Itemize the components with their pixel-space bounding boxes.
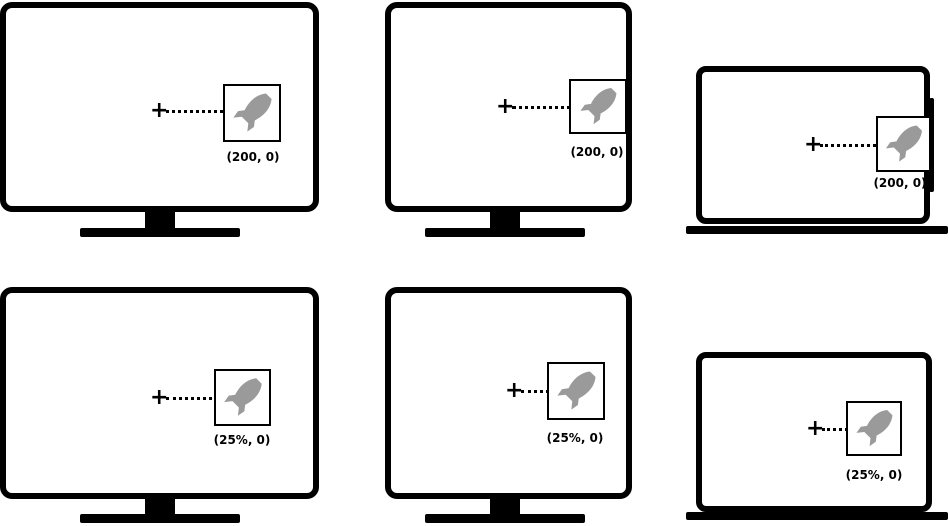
rocket-icon [856, 410, 893, 447]
sprite-box [223, 84, 281, 142]
sprite-box [876, 116, 931, 172]
offset-line [820, 144, 911, 147]
offset-line [512, 106, 602, 109]
monitor-neck [490, 497, 520, 515]
monitor-base [425, 514, 585, 523]
origin-marker: + [804, 132, 823, 157]
laptop-screen [696, 352, 932, 512]
coordinate-label: (200, 0) [873, 176, 927, 190]
monitor-base [425, 228, 585, 237]
origin-marker: + [806, 416, 825, 441]
monitor-screen [0, 287, 319, 499]
coordinate-label: (200, 0) [226, 150, 280, 164]
coordinate-label: (200, 0) [570, 145, 624, 159]
laptop-base [686, 512, 948, 520]
monitor-base [80, 514, 240, 523]
laptop-base [686, 226, 948, 234]
rocket-icon [580, 88, 617, 125]
laptop-edge [929, 98, 934, 192]
monitor-neck [145, 211, 175, 229]
rocket-icon [885, 125, 922, 162]
sprite-box [569, 79, 627, 134]
coordinate-label: (25%, 0) [213, 433, 271, 447]
monitor-base [80, 228, 240, 237]
rocket-icon [557, 371, 596, 410]
sprite-box [214, 369, 271, 426]
origin-marker: + [496, 94, 515, 119]
sprite-box [547, 362, 605, 420]
offset-line [166, 110, 259, 113]
sprite-box [846, 401, 902, 456]
monitor-neck [145, 497, 175, 515]
origin-marker: + [150, 98, 169, 123]
rocket-icon [224, 378, 262, 416]
coordinate-label: (25%, 0) [546, 431, 604, 445]
origin-marker: + [150, 385, 169, 410]
origin-marker: + [505, 378, 524, 403]
monitor-neck [490, 211, 520, 229]
rocket-icon [233, 93, 272, 132]
coordinate-label: (25%, 0) [845, 468, 903, 482]
offset-line [166, 397, 242, 400]
